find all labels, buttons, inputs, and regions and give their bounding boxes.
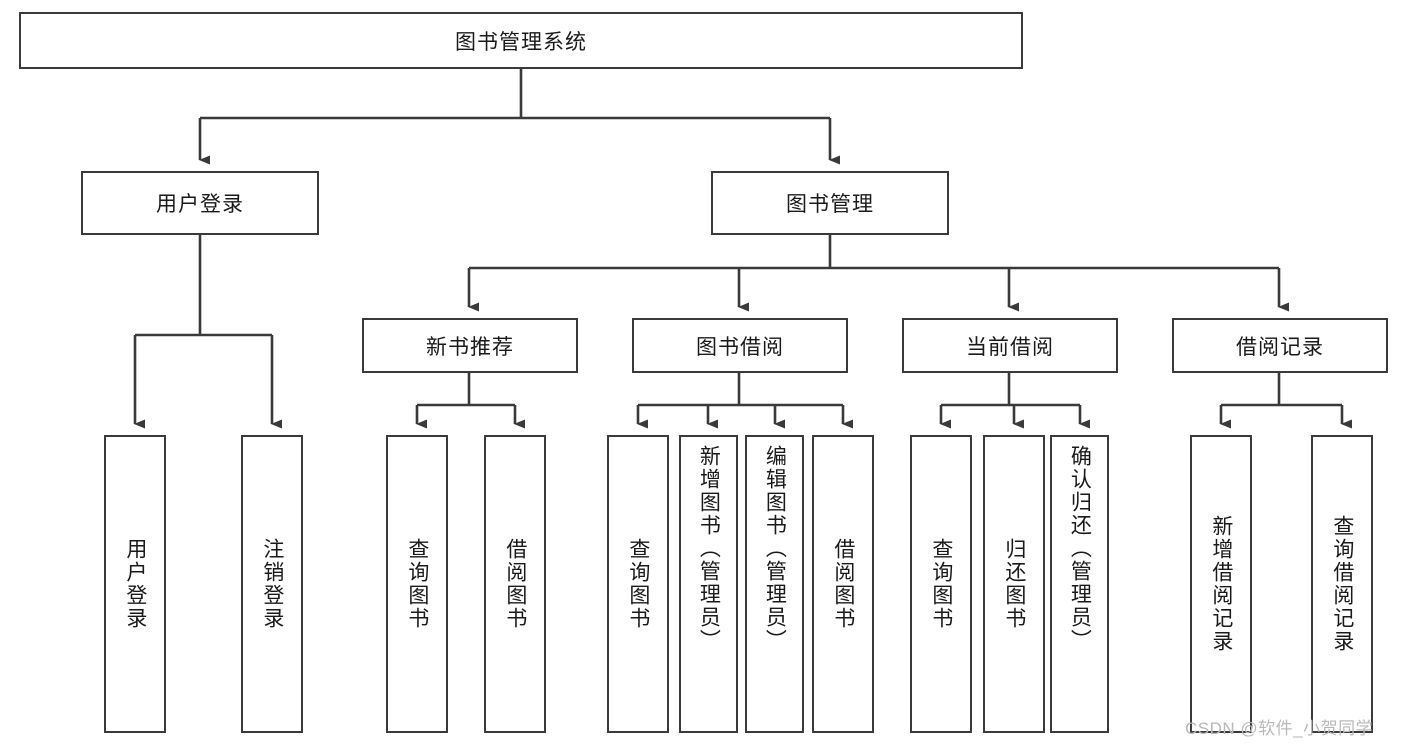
node-book-management[interactable]: 图书管理 bbox=[711, 171, 949, 235]
node-leaf-query-book-3[interactable]: 查询图书 bbox=[910, 435, 972, 733]
node-leaf-confirm-return-admin-label: 确认归还（管理员） bbox=[1068, 445, 1092, 652]
node-user-login-label: 用户登录 bbox=[156, 193, 244, 216]
node-leaf-query-book-1-label: 查询图书 bbox=[405, 538, 429, 630]
node-root[interactable]: 图书管理系统 bbox=[19, 12, 1023, 69]
node-borrow-record-label: 借阅记录 bbox=[1236, 335, 1324, 359]
node-leaf-edit-book-admin[interactable]: 编辑图书（管理员） bbox=[745, 435, 804, 733]
node-new-book-recommend-label: 新书推荐 bbox=[426, 335, 514, 359]
node-leaf-logout[interactable]: 注销登录 bbox=[241, 435, 303, 733]
node-leaf-query-book-2[interactable]: 查询图书 bbox=[607, 435, 669, 733]
node-leaf-add-book-admin-label: 新增图书（管理员） bbox=[697, 445, 721, 652]
node-leaf-add-borrow-record-label: 新增借阅记录 bbox=[1209, 515, 1233, 653]
node-leaf-borrow-book-2[interactable]: 借阅图书 bbox=[812, 435, 874, 733]
node-leaf-user-login[interactable]: 用户登录 bbox=[104, 435, 166, 733]
watermark: CSDN @软件_小贺同学 bbox=[1185, 719, 1374, 738]
node-current-borrow-label: 当前借阅 bbox=[966, 335, 1054, 359]
node-leaf-borrow-book-2-label: 借阅图书 bbox=[831, 538, 855, 630]
node-leaf-borrow-book-1[interactable]: 借阅图书 bbox=[484, 435, 546, 733]
node-leaf-edit-book-admin-label: 编辑图书（管理员） bbox=[763, 445, 787, 652]
node-leaf-add-borrow-record[interactable]: 新增借阅记录 bbox=[1190, 435, 1252, 733]
node-leaf-query-book-1[interactable]: 查询图书 bbox=[386, 435, 448, 733]
node-root-label: 图书管理系统 bbox=[455, 30, 587, 54]
node-borrow-record[interactable]: 借阅记录 bbox=[1172, 318, 1388, 373]
node-leaf-query-borrow-record-label: 查询借阅记录 bbox=[1330, 515, 1354, 653]
node-leaf-logout-label: 注销登录 bbox=[260, 538, 284, 630]
node-leaf-return-book[interactable]: 归还图书 bbox=[983, 435, 1045, 733]
node-current-borrow[interactable]: 当前借阅 bbox=[902, 318, 1118, 373]
node-leaf-confirm-return-admin[interactable]: 确认归还（管理员） bbox=[1050, 435, 1109, 733]
node-leaf-query-book-3-label: 查询图书 bbox=[929, 538, 953, 630]
node-book-borrow-label: 图书借阅 bbox=[696, 335, 784, 359]
node-book-management-label: 图书管理 bbox=[786, 193, 874, 216]
node-leaf-user-login-label: 用户登录 bbox=[123, 538, 147, 630]
node-leaf-query-book-2-label: 查询图书 bbox=[626, 538, 650, 630]
node-leaf-borrow-book-1-label: 借阅图书 bbox=[503, 538, 527, 630]
node-new-book-recommend[interactable]: 新书推荐 bbox=[362, 318, 578, 373]
node-book-borrow[interactable]: 图书借阅 bbox=[632, 318, 848, 373]
node-leaf-query-borrow-record[interactable]: 查询借阅记录 bbox=[1311, 435, 1373, 733]
node-leaf-add-book-admin[interactable]: 新增图书（管理员） bbox=[679, 435, 738, 733]
node-user-login[interactable]: 用户登录 bbox=[81, 171, 319, 235]
node-leaf-return-book-label: 归还图书 bbox=[1002, 538, 1026, 630]
